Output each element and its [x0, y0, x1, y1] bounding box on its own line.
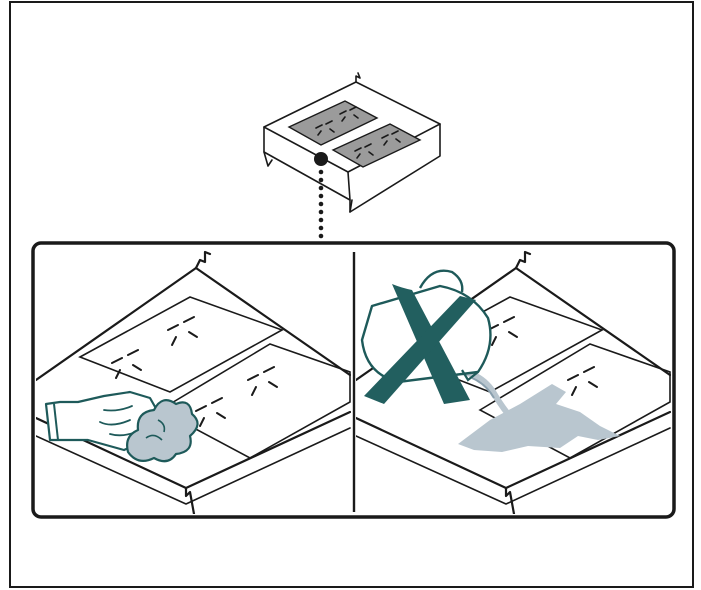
- left-zone-back: [78, 296, 284, 393]
- left-zone-marks: [111, 316, 278, 427]
- hob-front-left: [263, 126, 351, 201]
- detail-right-no-water: [356, 250, 671, 514]
- left-back-break: [194, 250, 212, 270]
- hob-zone-right: [331, 123, 422, 168]
- water-puddle: [458, 384, 620, 452]
- outer-frame: [9, 1, 694, 588]
- hob-front-corner: [349, 199, 353, 213]
- right-back-edge: [514, 266, 671, 377]
- left-side-edge: [36, 266, 198, 382]
- hob-overview: [263, 72, 441, 213]
- right-zone-marks: [487, 316, 598, 396]
- hob-front-break: [263, 151, 273, 167]
- right-front-break: [504, 486, 516, 514]
- cleaning-cloth-icon: [126, 399, 199, 463]
- right-front-lower: [356, 427, 671, 505]
- water-stream: [459, 369, 511, 417]
- hob-back-edge: [355, 72, 361, 83]
- left-back-edge: [194, 266, 351, 377]
- cloth-folds: [145, 419, 166, 441]
- detail-panel-frame: [31, 241, 676, 519]
- cross-mark: [364, 296, 476, 404]
- glove-cuff: [53, 403, 59, 441]
- jug-handle: [418, 269, 464, 293]
- jug-spout: [461, 369, 479, 382]
- left-front-break: [184, 486, 196, 514]
- right-back-break: [514, 250, 532, 270]
- callout-connector: [318, 169, 324, 239]
- callout-dot: [314, 152, 328, 166]
- hob-front-right: [349, 123, 441, 213]
- right-zone-front: [478, 343, 671, 459]
- water-stream-detail: [471, 377, 495, 399]
- left-front-lower: [36, 427, 351, 505]
- hob-zone-markers: [315, 106, 401, 159]
- detail-left-wipe: [36, 250, 351, 514]
- hob-zone-left: [287, 100, 379, 146]
- left-zone-front: [158, 343, 351, 459]
